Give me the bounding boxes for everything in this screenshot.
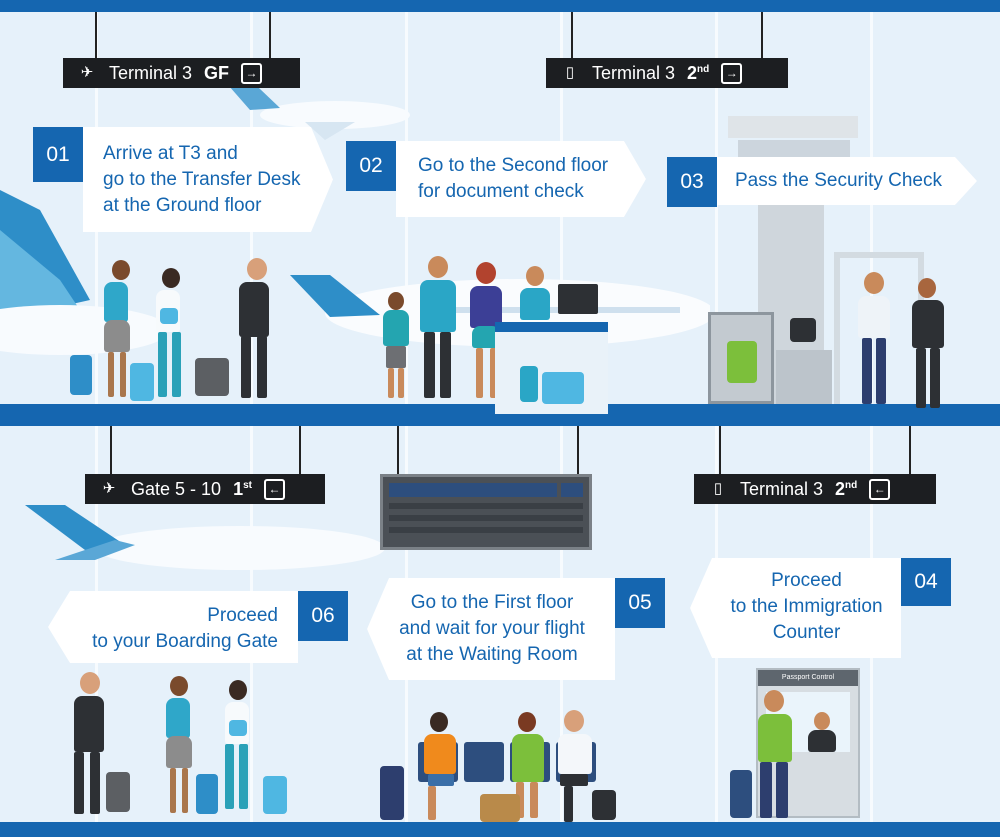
inspection-table bbox=[776, 350, 832, 404]
step-card-04: Proceed to the Immigration Counter bbox=[690, 558, 901, 658]
x-ray-scanner bbox=[708, 312, 774, 404]
arrival-plane-icon: ✈ bbox=[80, 64, 94, 81]
luggage-icon bbox=[730, 770, 752, 818]
arrow-right-icon: → bbox=[241, 62, 263, 84]
seated-passenger-figure bbox=[506, 712, 550, 820]
monitor-illustration bbox=[558, 284, 598, 314]
terminal-sign-ground-floor: ✈ Terminal 3 GF → bbox=[63, 58, 300, 88]
sign-level: 2nd bbox=[687, 62, 710, 83]
airplane-tail-illustration bbox=[0, 190, 160, 355]
arrow-right-icon: → bbox=[721, 62, 743, 84]
immigration-officer-figure bbox=[808, 712, 838, 752]
sign-label: Terminal 3 bbox=[592, 62, 676, 83]
control-tower-roof bbox=[728, 116, 858, 138]
step-text-line: Go to the Second floor bbox=[418, 155, 609, 176]
step-number-04: 04 bbox=[901, 558, 951, 606]
passport-icon: ▯ bbox=[565, 64, 575, 81]
step-card-06: Proceed to your Boarding Gate bbox=[48, 591, 298, 663]
passport-icon: ▯ bbox=[713, 480, 723, 497]
traveler-figure bbox=[752, 690, 798, 820]
step-number-01: 01 bbox=[33, 127, 83, 182]
step-text-line: Arrive at T3 and bbox=[103, 143, 238, 164]
sign-label: Terminal 3 bbox=[109, 62, 193, 83]
step-text-line: to the Immigration bbox=[730, 596, 883, 617]
flight-information-board bbox=[380, 474, 592, 550]
traveler-figure bbox=[150, 676, 220, 820]
luggage-icon bbox=[790, 318, 816, 342]
luggage-icon bbox=[592, 790, 616, 820]
handbag-icon bbox=[480, 794, 520, 822]
passenger-being-scanned bbox=[848, 272, 898, 410]
traveler-figure bbox=[464, 262, 508, 404]
departure-plane-icon: ✈ bbox=[102, 480, 116, 497]
passport-control-label: Passport Control bbox=[758, 670, 858, 686]
terminal-sign-second-floor-return: ▯ Terminal 3 2nd ← bbox=[694, 474, 936, 504]
step-number-06: 06 bbox=[298, 591, 348, 641]
step-card-01: Arrive at T3 and go to the Transfer Desk… bbox=[83, 127, 333, 232]
step-card-02: Go to the Second floor for document chec… bbox=[396, 141, 646, 217]
step-text-line: Pass the Security Check bbox=[735, 170, 942, 191]
terminal-sign-second-floor: ▯ Terminal 3 2nd → bbox=[546, 58, 788, 88]
step-number-05: 05 bbox=[615, 578, 665, 628]
traveler-figure bbox=[412, 256, 462, 404]
background-airplane-illustration bbox=[25, 505, 385, 570]
gate-sign-first-floor: ✈ Gate 5 - 10 1st ← bbox=[85, 474, 325, 504]
sign-label: Terminal 3 bbox=[740, 478, 824, 499]
arrow-left-icon: ← bbox=[263, 478, 285, 500]
seated-passenger-figure bbox=[418, 712, 462, 820]
step-text-line: for document check bbox=[418, 181, 584, 202]
step-text-line: Go to the First floor bbox=[410, 592, 574, 613]
step-text-line: at the Ground floor bbox=[103, 195, 262, 216]
desk-agent-figure bbox=[520, 266, 550, 320]
step-card-05: Go to the First floor and wait for your … bbox=[367, 578, 615, 680]
floor-band-lower bbox=[0, 822, 1000, 837]
security-officer-figure bbox=[906, 278, 950, 410]
step-text-line: Proceed bbox=[771, 570, 842, 591]
step-number-03: 03 bbox=[667, 157, 717, 207]
luggage-icon bbox=[520, 366, 538, 402]
sign-level: 1st bbox=[233, 478, 252, 499]
traveler-figure bbox=[130, 268, 200, 405]
step-text-line: to your Boarding Gate bbox=[92, 631, 278, 652]
step-card-03: Pass the Security Check bbox=[717, 157, 977, 205]
luggage-icon bbox=[380, 766, 404, 820]
traveler-figure bbox=[215, 680, 295, 820]
seated-passenger-figure bbox=[552, 710, 598, 822]
sign-level: 2nd bbox=[835, 478, 858, 499]
arrow-left-icon: ← bbox=[869, 478, 891, 500]
child-figure bbox=[378, 292, 412, 404]
sign-label: Gate 5 - 10 bbox=[131, 478, 222, 499]
ceiling-band bbox=[0, 0, 1000, 12]
luggage-icon bbox=[542, 372, 584, 404]
step-text-line: go to the Transfer Desk bbox=[103, 169, 301, 190]
floor-band-upper bbox=[0, 404, 1000, 426]
step-text-line: at the Waiting Room bbox=[406, 644, 578, 665]
traveler-figure bbox=[195, 258, 290, 405]
traveler-figure bbox=[60, 672, 130, 820]
step-number-02: 02 bbox=[346, 141, 396, 191]
step-text-line: Proceed bbox=[207, 605, 278, 626]
sign-level: GF bbox=[204, 62, 230, 83]
step-text-line: and wait for your flight bbox=[399, 618, 585, 639]
step-text-line: Counter bbox=[772, 622, 841, 643]
traveler-figure bbox=[70, 260, 130, 405]
